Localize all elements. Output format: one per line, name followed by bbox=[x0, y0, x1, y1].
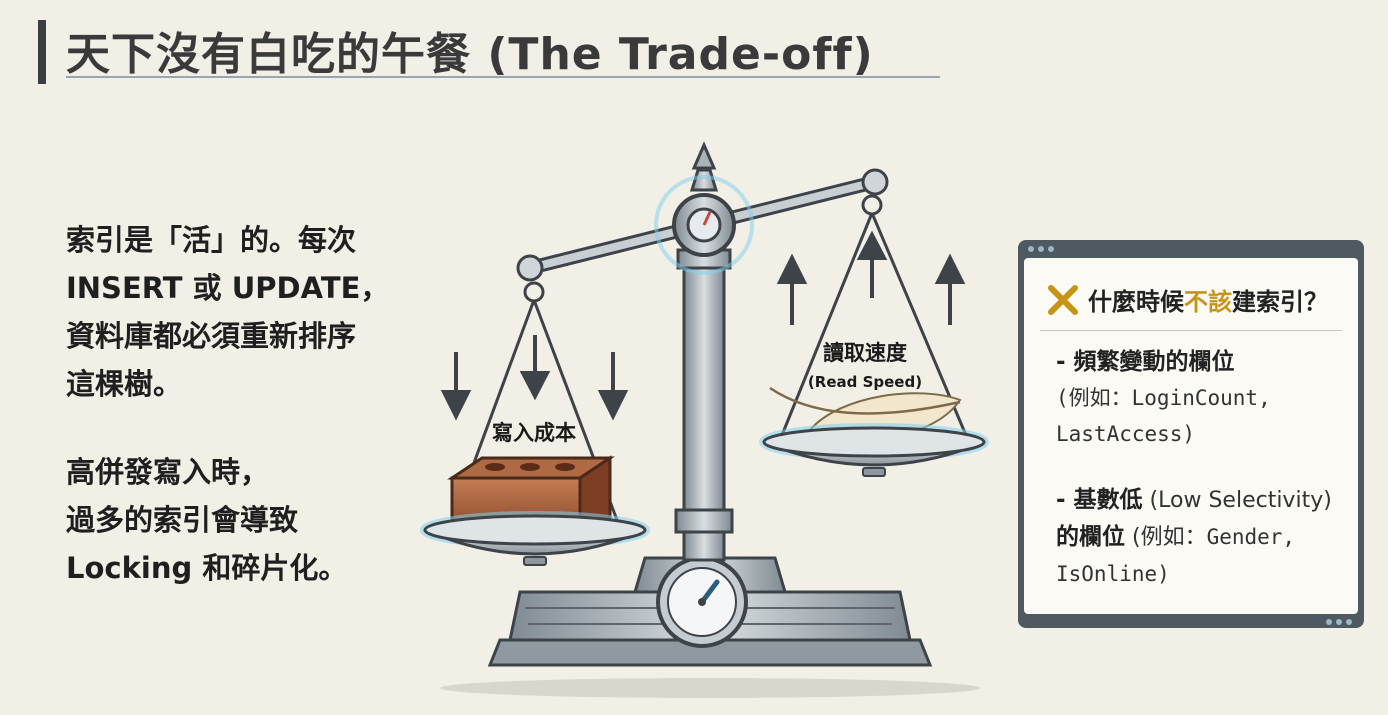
panel-heading-part: 什麼時候 bbox=[1088, 288, 1184, 316]
panel-body bbox=[1024, 258, 1358, 614]
up-arrows bbox=[776, 230, 966, 325]
left-text-line: 索引是「活」的。每次 bbox=[66, 223, 357, 257]
right-pan-label: 讀取速度 bbox=[823, 341, 907, 365]
panel-dots-bottom bbox=[1326, 619, 1352, 625]
title-underline bbox=[66, 76, 940, 78]
panel-item-detail: LastAccess) bbox=[1056, 422, 1196, 446]
right-pan bbox=[759, 423, 989, 477]
panel-item-detail: IsOnline) bbox=[1056, 562, 1170, 586]
balance-scale-illustration: 寫入成本 讀取速度 (Read Speed) bbox=[420, 141, 989, 698]
left-text-line: 這棵樹。 bbox=[66, 367, 183, 401]
gauge-icon bbox=[656, 556, 748, 648]
panel-dots-top bbox=[1028, 246, 1054, 252]
scale-base bbox=[487, 638, 933, 667]
left-text-block-2: 高併發寫入時， 過多的索引會導致 Locking 和碎片化。 bbox=[66, 448, 426, 592]
when-not-to-index-panel: 什麼時候不該建索引？ - 頻繁變動的欄位 (例如：LoginCount, Las… bbox=[1018, 240, 1364, 628]
x-mark-icon bbox=[1048, 284, 1078, 315]
panel-item-title: - 頻繁變動的欄位 bbox=[1056, 349, 1235, 375]
down-arrows bbox=[440, 335, 629, 421]
panel-item-detail: Gender, bbox=[1206, 525, 1296, 549]
floor-shadow bbox=[440, 678, 980, 698]
page-title: 天下沒有白吃的午餐 (The Trade-off) bbox=[66, 29, 874, 80]
left-text-line: 高併發寫入時， bbox=[66, 455, 270, 489]
panel-item-1: - 頻繁變動的欄位 (例如：LoginCount, LastAccess) bbox=[1056, 344, 1348, 452]
left-text-line: 資料庫都必須重新排序 bbox=[66, 319, 357, 353]
title-accent-bar bbox=[38, 20, 46, 84]
panel-heading-part: 建索引？ bbox=[1232, 288, 1328, 316]
left-text-line: INSERT 或 UPDATE， bbox=[66, 271, 390, 305]
panel-item-2: - 基數低 (Low Selectivity) 的欄位 (例如：Gender, … bbox=[1056, 482, 1348, 592]
panel-item-detail: (例如： bbox=[1125, 525, 1207, 550]
left-text-block-1: 索引是「活」的。每次 INSERT 或 UPDATE， 資料庫都必須重新排序 這… bbox=[66, 216, 426, 408]
panel-item-title: - 基數低 bbox=[1056, 487, 1143, 513]
panel-item-detail: (Low Selectivity) bbox=[1142, 488, 1332, 513]
left-pan-label: 寫入成本 bbox=[492, 421, 576, 445]
panel-separator bbox=[1040, 330, 1342, 331]
panel-heading: 什麼時候不該建索引？ bbox=[1046, 282, 1328, 317]
left-pan bbox=[420, 511, 650, 566]
panel-item-title: 的欄位 bbox=[1056, 524, 1125, 550]
panel-heading-highlight: 不該 bbox=[1184, 288, 1232, 316]
panel-item-detail: (例如：LoginCount, bbox=[1056, 386, 1271, 410]
left-text-line: Locking 和碎片化。 bbox=[66, 551, 348, 585]
right-pan-sublabel: (Read Speed) bbox=[808, 373, 922, 391]
left-text-line: 過多的索引會導致 bbox=[66, 503, 299, 537]
